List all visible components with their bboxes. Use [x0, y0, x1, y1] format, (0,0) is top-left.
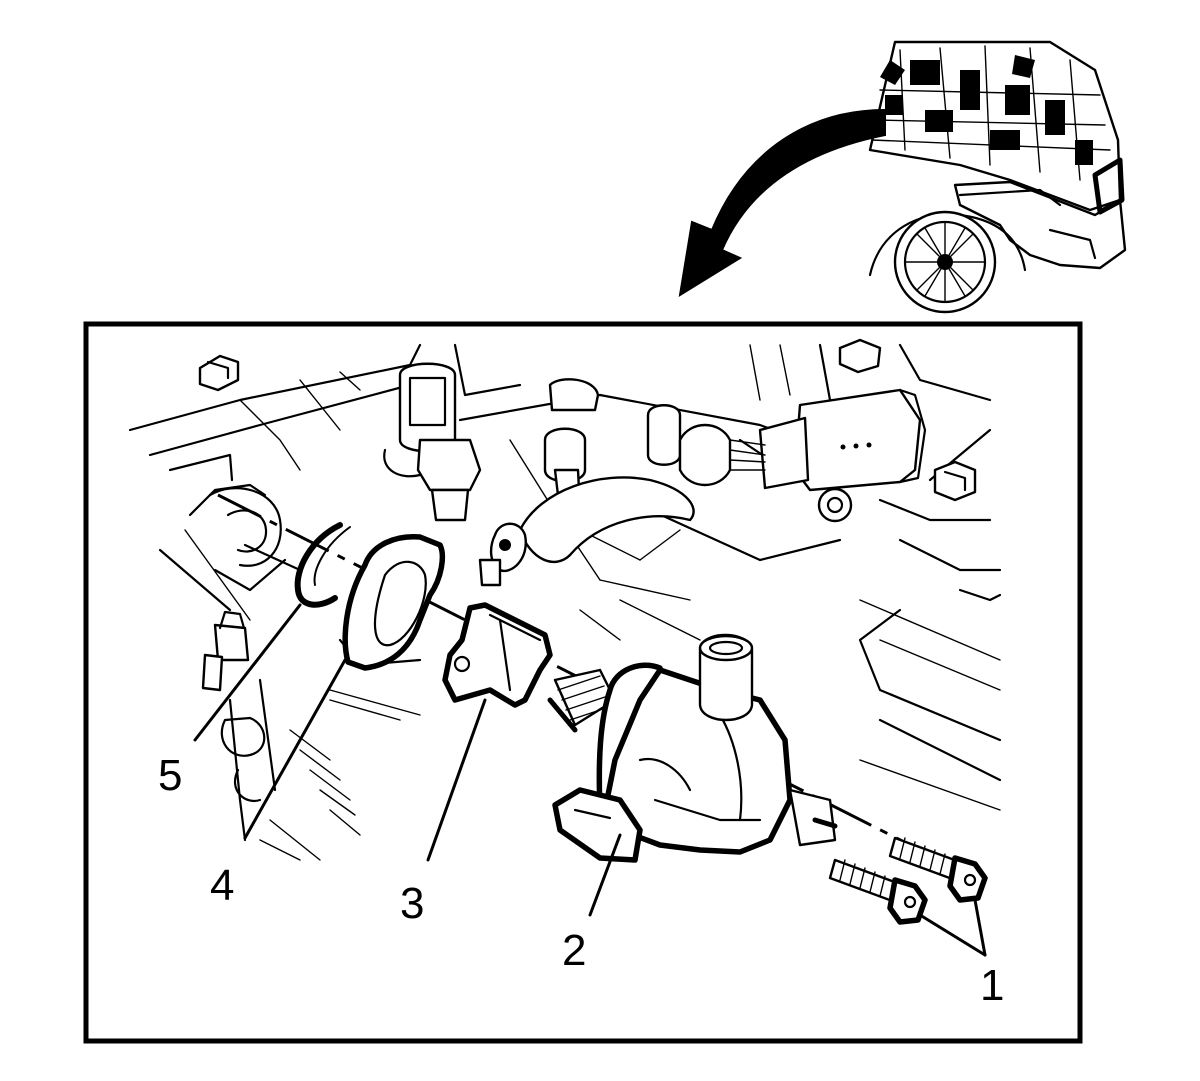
- bolt-top-right: [838, 338, 882, 374]
- bracket: [442, 602, 553, 708]
- detail-frame: [83, 321, 1083, 1044]
- bolt-upper: [888, 836, 988, 903]
- pump-housing: [547, 633, 838, 863]
- callout-5: 5: [158, 751, 182, 800]
- engine-bay-detail: [871, 45, 1111, 181]
- callout-2: 2: [562, 926, 586, 975]
- callout-3: 3: [400, 879, 424, 928]
- small-sensor-left: [201, 610, 250, 692]
- callout-1: 1: [980, 961, 1004, 1010]
- bolt-top-left: [198, 354, 240, 392]
- bolt-right: [933, 460, 977, 502]
- vehicle-locator-illustration: [868, 40, 1127, 314]
- callout-leaders: [193, 603, 987, 957]
- callout-4: 4: [210, 861, 234, 910]
- engine-background: [128, 338, 1002, 861]
- wiring-connector: [729, 388, 927, 492]
- hose-assembly: [478, 423, 732, 587]
- sensor-right: [646, 404, 682, 466]
- bolt-lower: [828, 858, 928, 925]
- nut-center: [817, 487, 853, 523]
- locator-arrow: [678, 108, 886, 298]
- sensor-left: [383, 362, 482, 522]
- sensor-center: [543, 378, 600, 514]
- seal: [342, 534, 445, 671]
- o-ring: [294, 522, 351, 608]
